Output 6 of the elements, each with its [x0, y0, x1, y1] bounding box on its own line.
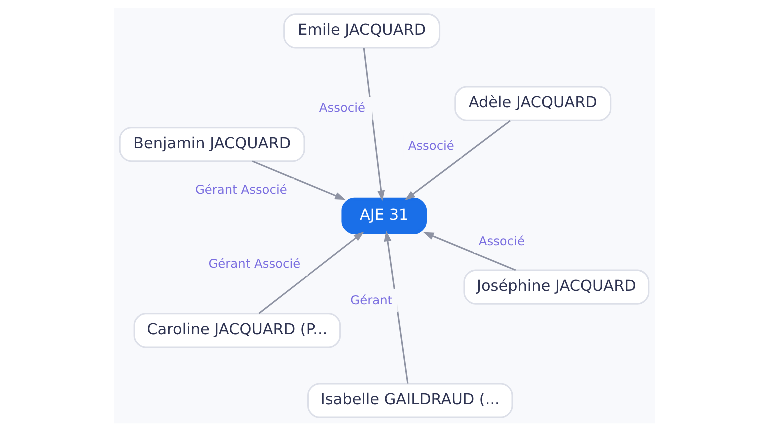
edge-label: Gérant Associé — [194, 182, 287, 197]
edge-label: Associé — [478, 234, 524, 249]
edge-label: Gérant — [350, 293, 392, 308]
edge-label: Gérant Associé — [208, 257, 300, 272]
edge-label: Associé — [408, 138, 454, 153]
edge-label: Associé — [318, 101, 365, 116]
